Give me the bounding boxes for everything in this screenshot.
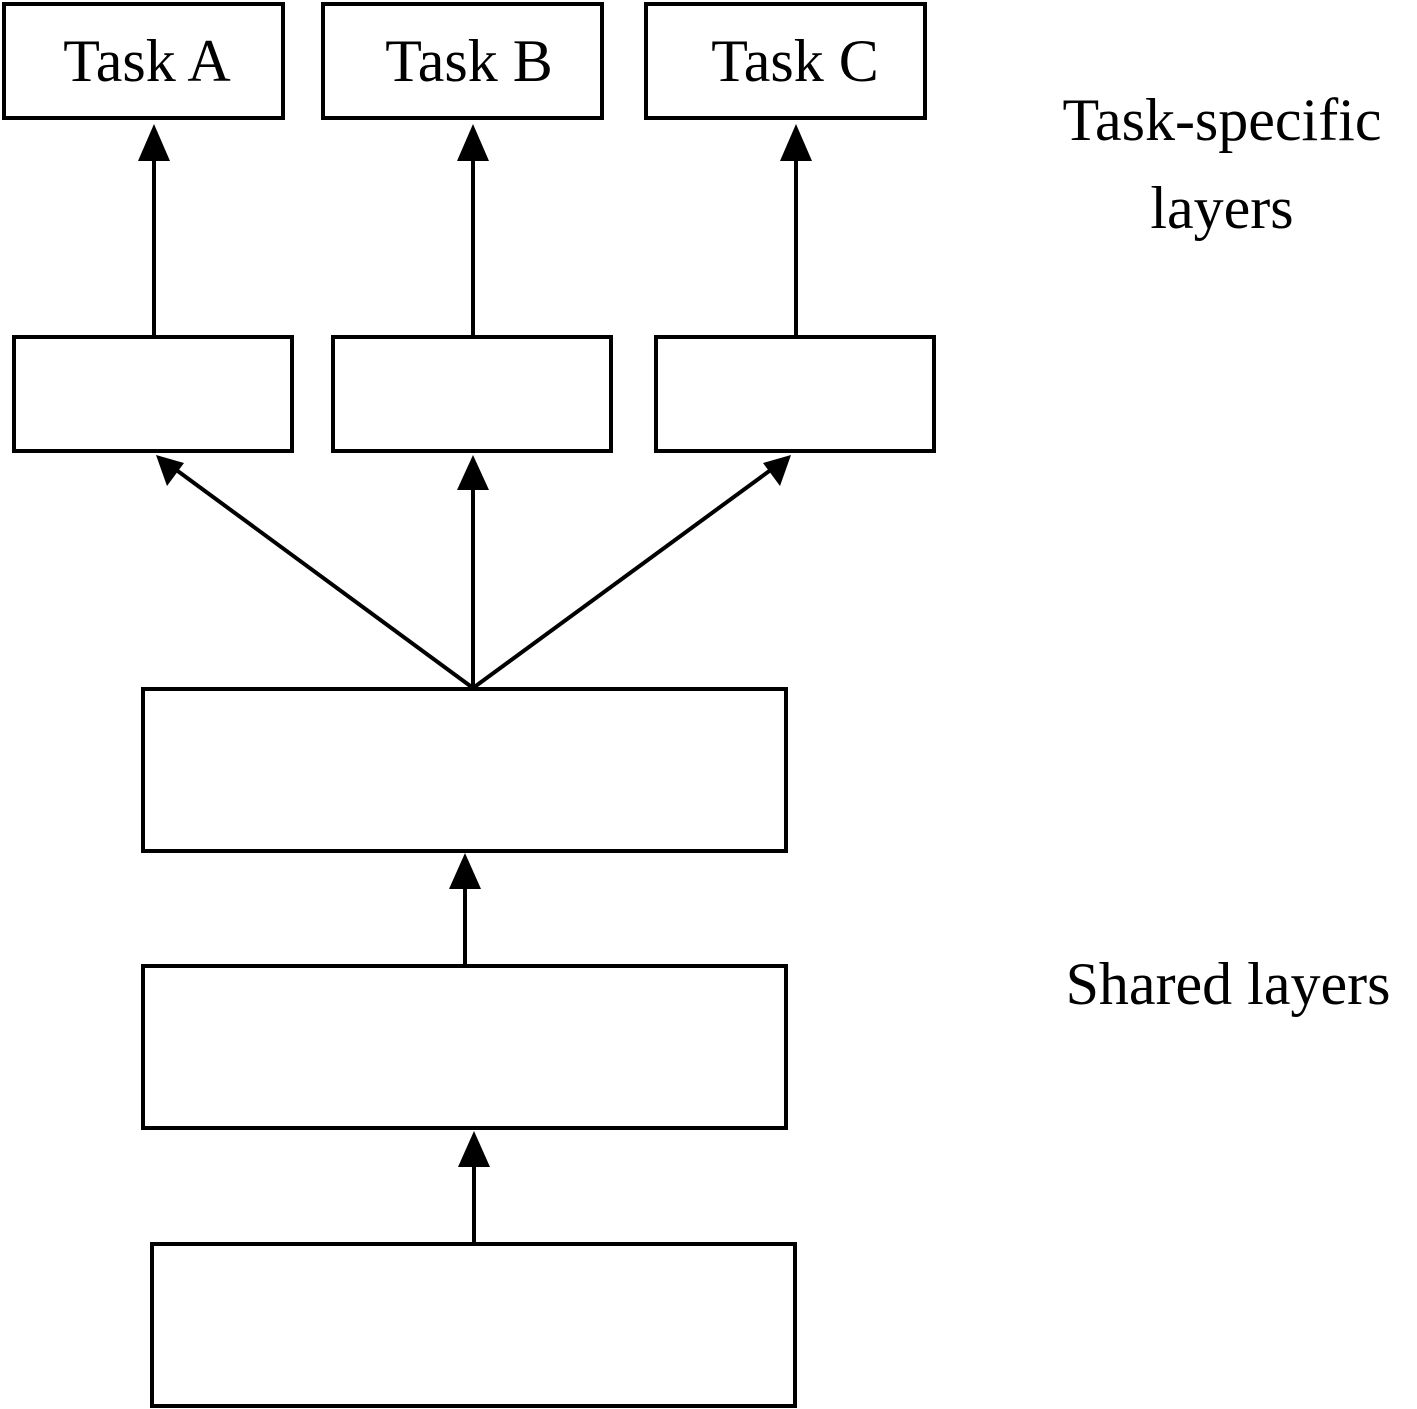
task-b-box [321, 2, 604, 120]
task-b-label: Task B [385, 28, 552, 94]
task-specific-layer-b [331, 335, 613, 453]
arrow-shared-middle-to-top [449, 853, 481, 964]
task-specific-layers-label-line1: Task-specific [1063, 87, 1382, 153]
task-specific-layers-label-line2: layers [1150, 175, 1293, 241]
shared-layers-label: Shared layers [1066, 951, 1391, 1017]
arrow-shared-to-layer-b [457, 455, 489, 688]
arrow-shared-to-layer-c [471, 455, 791, 690]
task-specific-layer-a [12, 335, 294, 453]
arrow-layer-a-to-task-a [138, 124, 170, 335]
arrow-layer-b-to-task-b [457, 124, 489, 335]
task-specific-layer-c [654, 335, 936, 453]
arrow-shared-to-layer-a [156, 455, 475, 690]
shared-layer-middle [141, 964, 788, 1130]
task-a-label: Task A [63, 28, 230, 94]
task-c-label: Task C [711, 28, 878, 94]
task-c-box [644, 2, 927, 120]
arrow-shared-bottom-to-middle [458, 1131, 490, 1242]
shared-layer-top [141, 687, 788, 853]
shared-layer-bottom [150, 1242, 797, 1408]
arrow-layer-c-to-task-c [780, 124, 812, 335]
task-a-box [2, 2, 285, 120]
